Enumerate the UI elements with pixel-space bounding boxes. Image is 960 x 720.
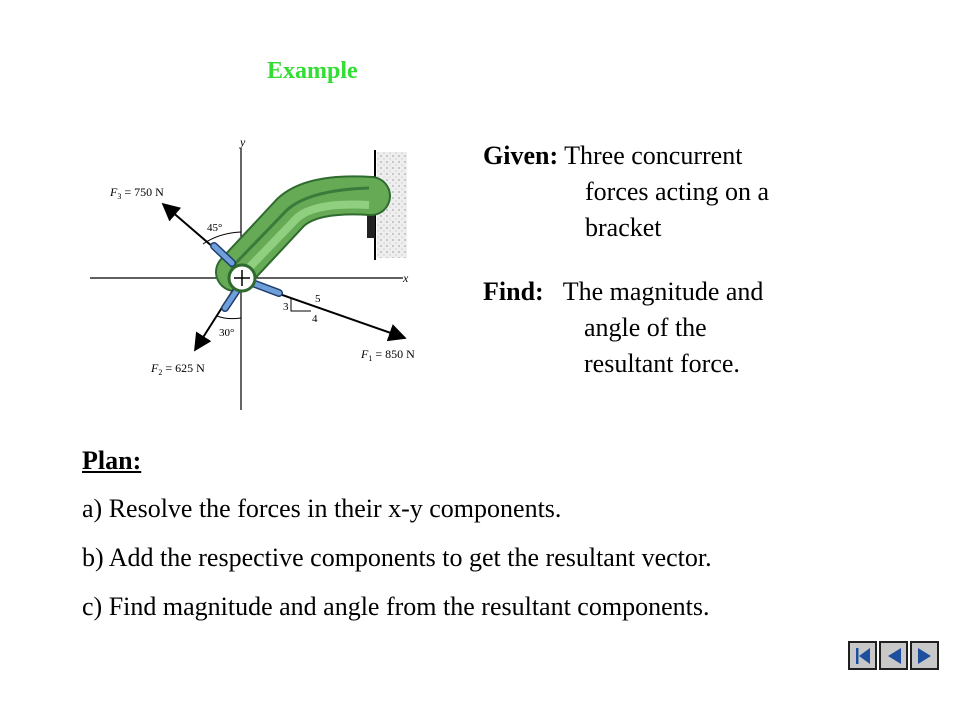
bracket-arm bbox=[217, 177, 389, 290]
first-slide-icon bbox=[855, 647, 870, 664]
f1-pin bbox=[252, 281, 282, 296]
find-label: Find: bbox=[483, 277, 544, 306]
bracket-groove bbox=[229, 186, 370, 270]
slope-triangle bbox=[290, 298, 311, 312]
slide-nav bbox=[848, 641, 939, 670]
f3-pin bbox=[211, 243, 235, 266]
plan-item-a: a) Resolve the forces in their x-y compo… bbox=[82, 494, 562, 523]
angle-f3-arc bbox=[202, 231, 242, 245]
x-axis-label: x bbox=[402, 271, 409, 285]
angle-f3-label: 45° bbox=[207, 222, 222, 234]
f2-pin bbox=[222, 287, 240, 311]
given-line-1: Three concurrent bbox=[564, 141, 743, 170]
slope-rise-label: 3 bbox=[283, 301, 289, 313]
slope-hyp-label: 5 bbox=[315, 293, 321, 305]
next-slide-button[interactable] bbox=[910, 641, 939, 670]
slope-run-label: 4 bbox=[312, 313, 318, 325]
next-slide-icon bbox=[917, 647, 931, 664]
angle-f2-arc bbox=[216, 315, 242, 320]
plan-item-b: b) Add the respective components to get … bbox=[82, 543, 712, 572]
bracket-diagram: y x 45° 30° 3 4 5 F3 = 7 bbox=[90, 135, 415, 410]
find-line-1: The magnitude and bbox=[562, 277, 764, 306]
plan-item-c: c) Find magnitude and angle from the res… bbox=[82, 592, 710, 621]
slide-title: Example bbox=[267, 58, 358, 84]
plan-title: Plan: bbox=[82, 446, 142, 475]
find-line-3: resultant force. bbox=[584, 349, 740, 378]
previous-slide-icon bbox=[887, 647, 901, 664]
given-line-2: forces acting on a bbox=[585, 177, 770, 206]
given-line-3: bracket bbox=[585, 213, 662, 242]
find-line-2: angle of the bbox=[584, 313, 707, 342]
find-block: Find: The magnitude and angle of the res… bbox=[483, 274, 763, 382]
y-axis-label: y bbox=[239, 135, 246, 149]
force-f1-label: F1 = 850 N bbox=[360, 347, 415, 363]
given-block: Given: Three concurrent forces acting on… bbox=[483, 138, 769, 246]
given-label: Given: bbox=[483, 141, 559, 170]
plan-block: Plan: a) Resolve the forces in their x-y… bbox=[82, 443, 712, 638]
bracket-figure: y x 45° 30° 3 4 5 F3 = 7 bbox=[85, 130, 455, 420]
previous-slide-button[interactable] bbox=[879, 641, 908, 670]
bracket-highlight bbox=[240, 200, 370, 277]
angle-f2-label: 30° bbox=[219, 327, 234, 339]
first-slide-button[interactable] bbox=[848, 641, 877, 670]
force-f2-label: F2 = 625 N bbox=[150, 361, 205, 377]
force-f3-label: F3 = 750 N bbox=[109, 185, 164, 201]
